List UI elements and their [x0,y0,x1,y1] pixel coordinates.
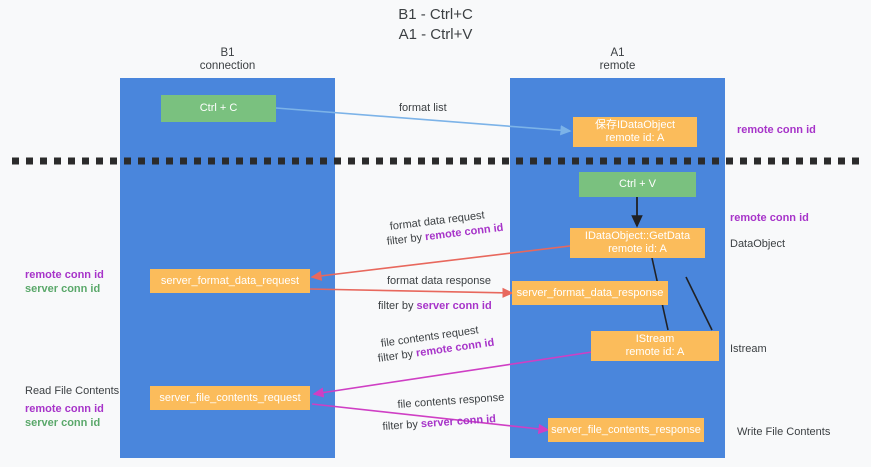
annotation-dataobject-text: DataObject [730,238,786,250]
edge-label-format-data-response: format data response [387,274,491,288]
annotation-remote-conn-id-mid: remote conn id [730,211,809,225]
node-getdata-line1: IDataObject::GetData [584,230,691,242]
annotation-istream-text: Istream [730,343,767,355]
annotation-write-file-contents: Write File Contents [737,425,830,439]
edge-label-file-contents-response-filter-prefix: filter by [382,418,422,433]
edge-label-format-data-response-filter: filter by server conn id [378,299,492,313]
node-istream-line1: IStream [635,333,675,345]
annotation-left-remote-conn-id-2: remote conn id [25,403,104,415]
node-istream-line2: remote id: A [625,346,685,358]
node-server-format-data-response-label: server_format_data_response [516,286,664,299]
node-server-file-contents-response-label: server_file_contents_response [551,423,701,436]
annotation-read-file-contents-text: Read File Contents [25,385,120,397]
annotation-remote-conn-id-top: remote conn id [737,123,816,137]
edge-label-format-data-response-text: format data response [387,275,491,287]
annotation-write-file-contents-text: Write File Contents [737,426,831,438]
annotation-remote-conn-id-mid-text: remote conn id [730,212,809,224]
title-line-2: A1 - Ctrl+V [398,26,473,43]
node-server-file-contents-request-label: server_file_contents_request [159,391,301,404]
annotation-istream: Istream [730,342,767,356]
annotation-remote-conn-id-top-text: remote conn id [737,124,816,136]
edge-label-file-contents-response-filter-key: server conn id [420,413,497,431]
node-save-idataobject[interactable]: 保存IDataObject remote id: A [573,117,697,147]
node-save-idataobject-line1: 保存IDataObject [594,119,676,131]
edge-label-format-list-text: format list [399,102,447,114]
annotation-left-remote-conn-id: remote conn id [25,269,104,281]
edge-label-file-contents-request-filter-prefix: filter by [377,347,417,365]
edge-label-file-contents-response-text: file contents response [397,391,505,411]
column-header-a1: A1 remote [510,47,725,73]
node-ctrl-v-label: Ctrl + V [619,178,656,190]
edge-label-file-contents-response: file contents response [397,391,505,412]
annotation-left-server-conn-id-2: server conn id [25,417,101,429]
column-header-b1-name: B1 [220,47,235,59]
annotation-left-conn-ids-lower: remote conn id server conn id [25,402,104,430]
node-ctrl-c-label: Ctrl + C [199,102,238,114]
node-server-file-contents-request[interactable]: server_file_contents_request [150,386,310,410]
annotation-left-conn-ids-upper: remote conn id server conn id [25,268,104,296]
edge-label-format-list: format list [399,101,447,115]
node-server-format-data-request-label: server_format_data_request [160,274,300,287]
edge-label-format-data-request-filter-prefix: filter by [386,231,426,248]
edge-label-format-data-response-filter-key: server conn id [416,300,492,312]
node-save-idataobject-line2: remote id: A [605,132,665,144]
annotation-read-file-contents: Read File Contents [25,384,119,398]
column-header-b1-sub: connection [199,60,256,72]
annotation-left-server-conn-id: server conn id [25,283,101,295]
column-header-b1: B1 connection [120,47,335,73]
annotation-dataobject: DataObject [730,237,785,251]
node-idataobject-getdata[interactable]: IDataObject::GetData remote id: A [570,228,705,258]
node-ctrl-c[interactable]: Ctrl + C [161,95,276,122]
node-getdata-line2: remote id: A [608,243,667,255]
page-title: B1 - Ctrl+C A1 - Ctrl+V [0,5,871,45]
column-header-a1-name: A1 [610,47,625,59]
edge-format-data-response [309,287,514,298]
node-istream[interactable]: IStream remote id: A [591,331,719,361]
title-line-1: B1 - Ctrl+C [398,6,473,23]
column-header-a1-sub: remote [599,60,636,72]
node-server-format-data-request[interactable]: server_format_data_request [150,269,310,293]
node-server-file-contents-response[interactable]: server_file_contents_response [548,418,704,442]
edge-label-format-data-response-filter-prefix: filter by [378,300,417,312]
node-server-format-data-response[interactable]: server_format_data_response [512,281,668,305]
edge-label-file-contents-response-filter: filter by server conn id [382,412,496,434]
node-ctrl-v[interactable]: Ctrl + V [579,172,696,197]
